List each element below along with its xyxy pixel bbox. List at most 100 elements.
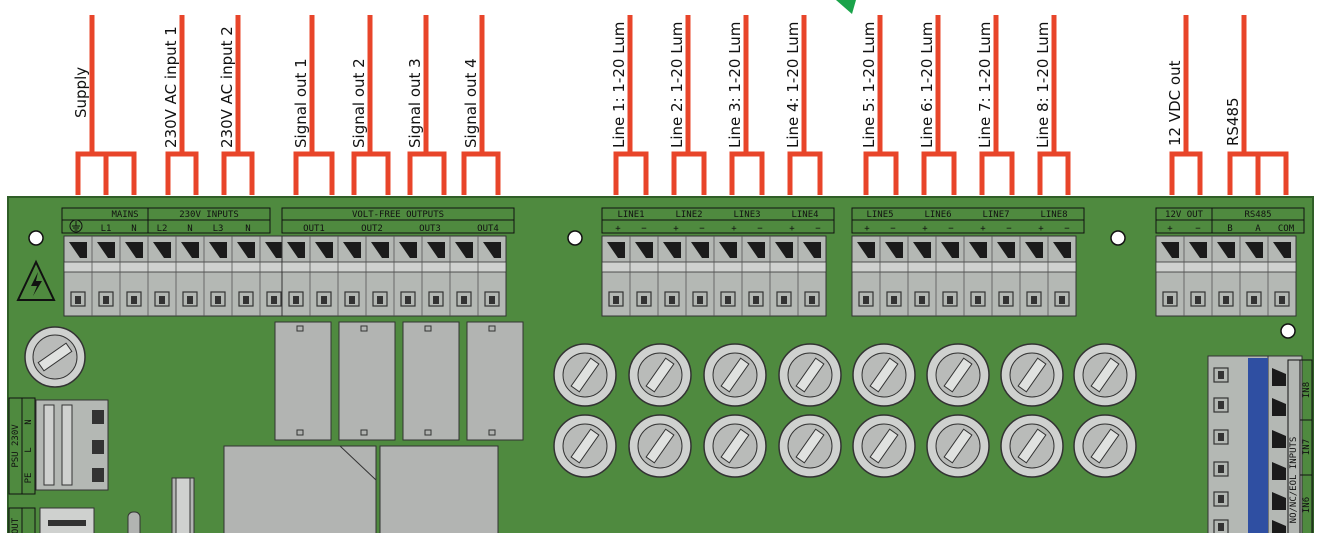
terminal-opening (720, 291, 736, 307)
terminal-opening-inner (613, 296, 619, 304)
terminal-screw (237, 242, 255, 258)
line-minus-label: − (699, 224, 705, 234)
lead-wire (1169, 15, 1203, 195)
rs485-pin-label: A (1255, 224, 1261, 234)
terminal-opening-inner (1251, 296, 1257, 304)
terminal-opening (238, 291, 254, 307)
lead-so1: Signal out 1 (292, 15, 335, 195)
vfo-pin-label: OUT3 (419, 224, 441, 234)
fuse (1073, 343, 1137, 407)
lead-wire (787, 15, 823, 195)
psu-label-frame (8, 397, 36, 495)
fuse (926, 414, 990, 478)
lead-wire (921, 15, 957, 195)
lead-so3: Signal out 3 (406, 15, 447, 195)
terminal-opening-inner (1195, 296, 1201, 304)
lead-l4: Line 4: 1-20 Lum (784, 15, 823, 195)
psu-connector (35, 399, 109, 491)
terminal-opening-inner (1059, 296, 1065, 304)
fuse (703, 343, 767, 407)
mains-pin-label: L3 (213, 224, 224, 234)
terminal-opening-inner (405, 296, 411, 304)
terminal-opening-inner (697, 296, 703, 304)
input-opening-inner (1218, 495, 1224, 503)
lead-l3: Line 3: 1-20 Lum (726, 15, 765, 195)
input-opening-inner (1218, 465, 1224, 473)
fuse (628, 414, 692, 478)
terminal-screw (125, 242, 143, 258)
fuse (852, 414, 916, 478)
fuse (778, 343, 842, 407)
lead-label-so4: Signal out 4 (462, 58, 480, 148)
input-opening (1213, 367, 1229, 383)
terminal-opening-inner (489, 296, 495, 304)
fuse (778, 414, 842, 478)
line-minus-label: − (1006, 224, 1012, 234)
v12-minus-label: − (1195, 224, 1201, 234)
lead-label-l8: Line 8: 1-20 Lum (1034, 22, 1052, 148)
fuse (553, 343, 617, 407)
input-opening-inner (1218, 401, 1224, 409)
terminal-screw (857, 242, 875, 258)
line-label: LINE6 (924, 210, 951, 220)
terminal-blocks (63, 235, 1297, 317)
terminal-screw (209, 242, 227, 258)
terminal-opening (1162, 291, 1178, 307)
line-minus-label: − (948, 224, 954, 234)
terminal-opening-inner (1279, 296, 1285, 304)
earth-icon (69, 219, 83, 233)
terminal-screw (747, 242, 765, 258)
lead-wire (221, 15, 255, 195)
lead-wire (75, 15, 137, 195)
input-opening (1213, 491, 1229, 507)
input-screw (1272, 398, 1286, 416)
line-label: LINE8 (1040, 210, 1067, 220)
terminal-opening (456, 291, 472, 307)
direction-arrow (836, 0, 856, 14)
v12-plus-label: + (1167, 224, 1173, 234)
terminal-screw (1161, 242, 1179, 258)
mains-pin-label: L1 (101, 224, 112, 234)
terminal-screw (941, 242, 959, 258)
line-plus-label: + (673, 224, 679, 234)
line-plus-label: + (922, 224, 928, 234)
terminal-opening (484, 291, 500, 307)
terminal-screw (315, 242, 333, 258)
terminal-opening-inner (103, 296, 109, 304)
terminal-screw (97, 242, 115, 258)
terminal-opening (748, 291, 764, 307)
lead-wire (979, 15, 1015, 195)
fuse (926, 343, 990, 407)
fuse (1000, 414, 1064, 478)
terminal-screw (719, 242, 737, 258)
input-screw (1272, 430, 1286, 448)
terminal-opening (998, 291, 1014, 307)
input-opening (1213, 429, 1229, 445)
fuse (703, 414, 767, 478)
lead-wire (407, 15, 447, 195)
terminal-opening (1026, 291, 1042, 307)
line-plus-label: + (980, 224, 986, 234)
terminal-screw (969, 242, 987, 258)
terminal-screw (1245, 242, 1263, 258)
vfo-pin-label: OUT4 (477, 224, 499, 234)
terminal-screw (181, 242, 199, 258)
terminal-opening-inner (1223, 296, 1229, 304)
high-voltage-warning-icon (16, 259, 56, 301)
out-connector-slot (48, 520, 86, 526)
in6-label: IN6 (1302, 497, 1312, 513)
input-screw (1272, 462, 1286, 480)
terminal-opening-inner (781, 296, 787, 304)
terminal-opening-inner (641, 296, 647, 304)
terminal-screw (803, 242, 821, 258)
lead-label-ac2: 230V AC input 2 (218, 26, 236, 148)
lead-wire (1037, 15, 1071, 195)
psu-pin-pe: PE (24, 473, 34, 484)
terminal-screw (663, 242, 681, 258)
mains-pin-label: N (131, 224, 136, 234)
relay-dots (296, 325, 496, 436)
terminal-opening (1054, 291, 1070, 307)
terminal-screw (455, 242, 473, 258)
terminal-opening (886, 291, 902, 307)
terminal-screw (775, 242, 793, 258)
